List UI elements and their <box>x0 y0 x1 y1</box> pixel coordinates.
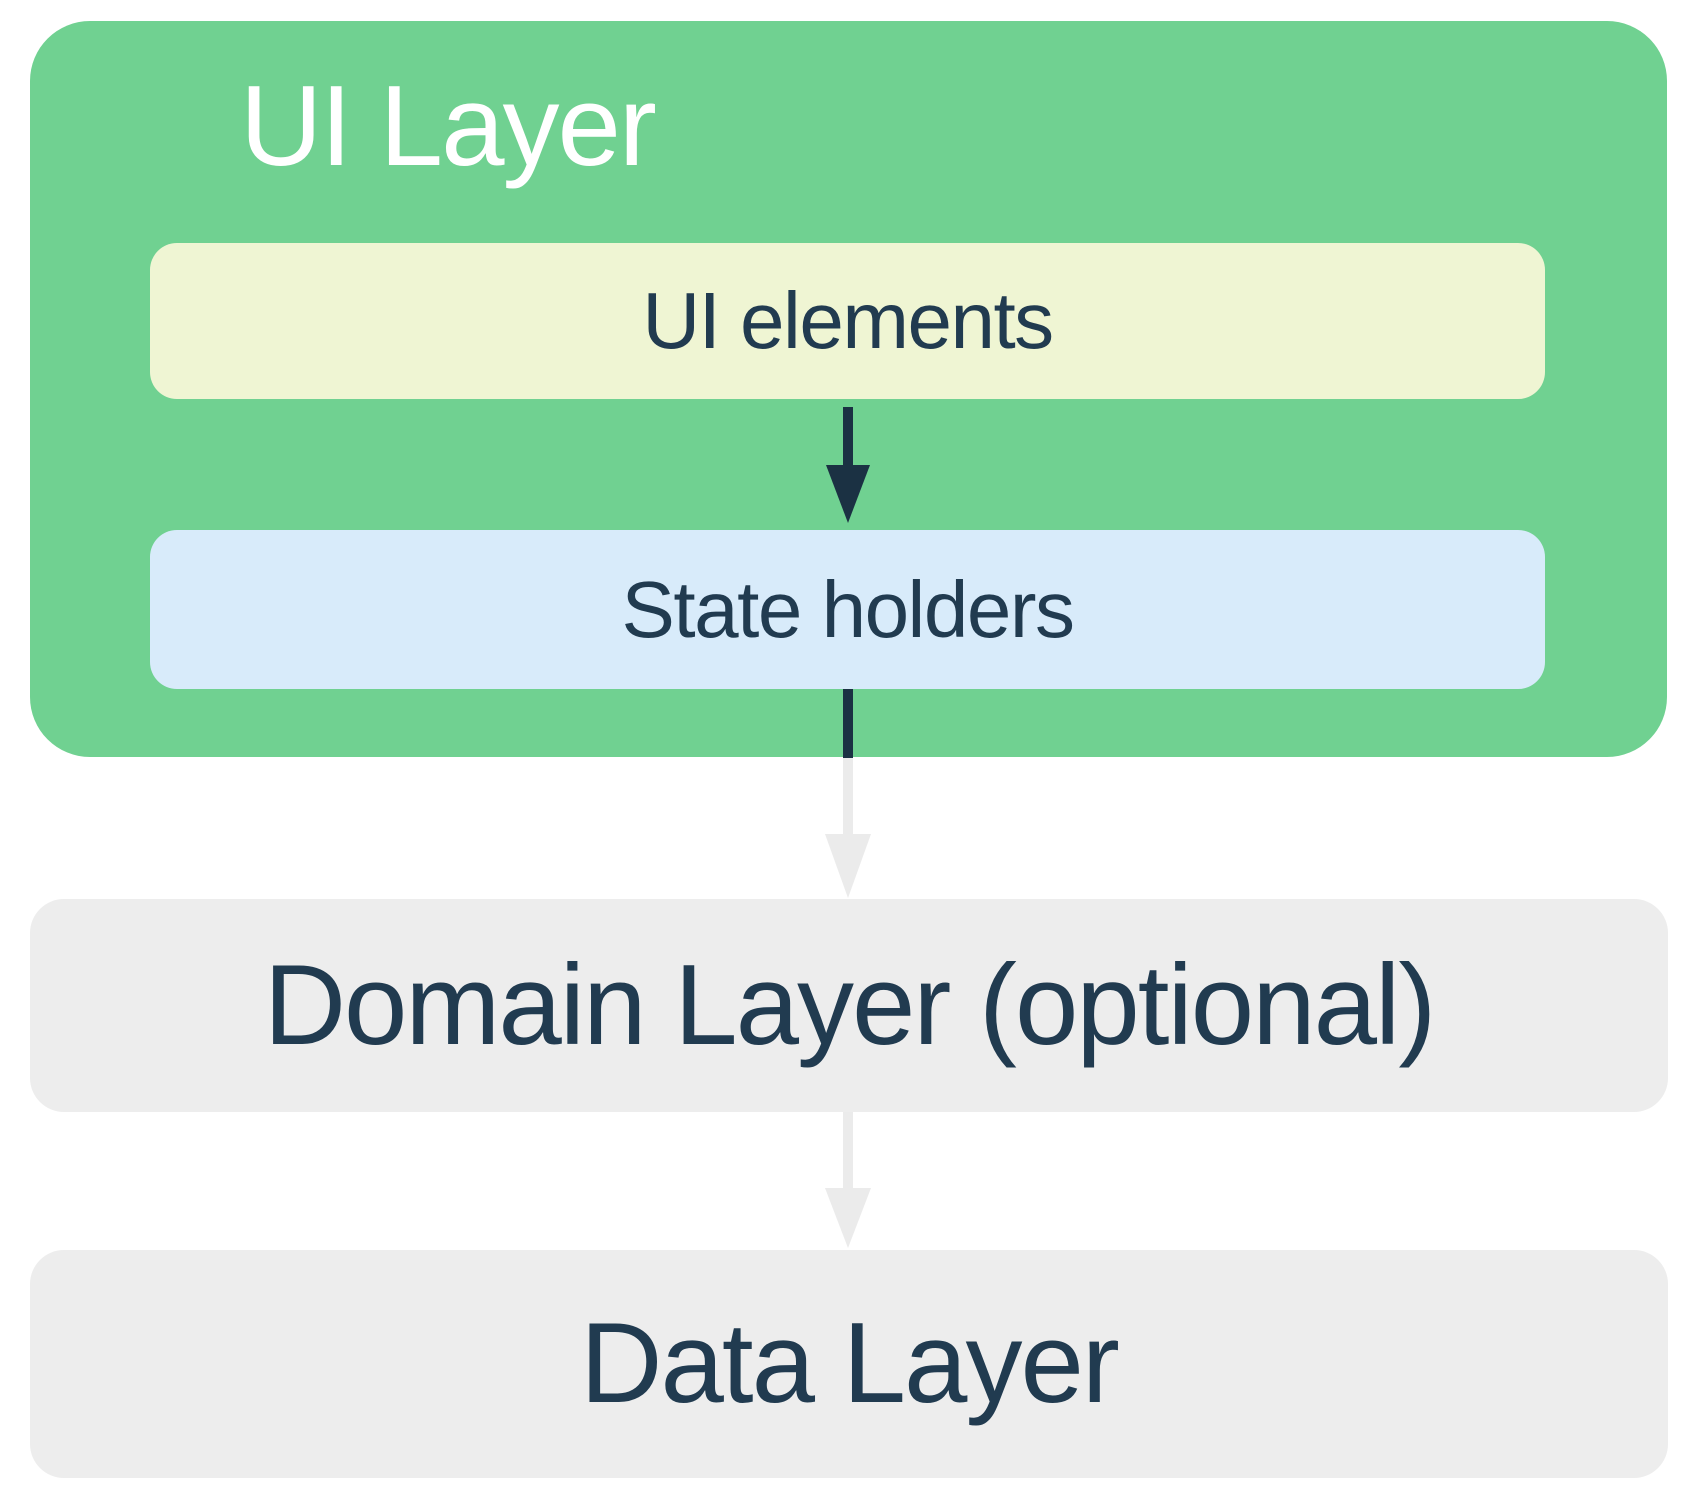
ui-elements-box: UI elements <box>150 243 1545 399</box>
state-holders-label: State holders <box>621 564 1075 654</box>
state-holders-box: State holders <box>150 530 1545 689</box>
arrow-line <box>843 407 853 467</box>
domain-layer-label: Domain Layer (optional) <box>263 941 1437 1069</box>
ui-elements-label: UI elements <box>642 276 1054 365</box>
ui-layer-container: UI Layer UI elements State holders <box>30 21 1667 757</box>
arrow-down-icon <box>825 1188 871 1248</box>
data-layer-label: Data Layer <box>580 1300 1120 1427</box>
arrow-line-light-segment <box>843 758 853 835</box>
data-layer-box: Data Layer <box>30 1250 1668 1478</box>
domain-layer-box: Domain Layer (optional) <box>30 899 1668 1112</box>
ui-layer-title: UI Layer <box>240 63 657 190</box>
arrow-line-dark-segment <box>843 689 853 758</box>
arrow-down-icon <box>826 465 870 523</box>
arrow-line <box>843 1112 853 1189</box>
arrow-down-icon <box>825 834 871 898</box>
